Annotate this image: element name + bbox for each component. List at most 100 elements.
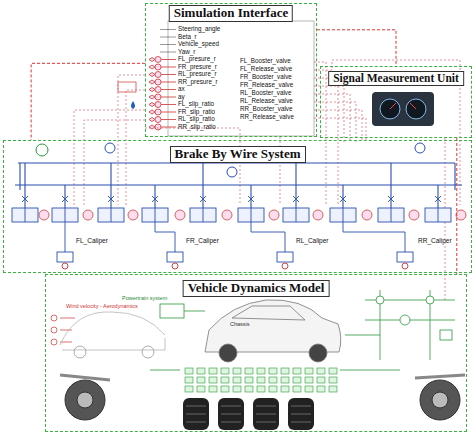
pressure-sensor — [39, 210, 49, 220]
hydraulic-pipe — [15, 163, 462, 208]
signal-name: RL_Booster_valve — [240, 90, 291, 96]
sensor-symbol — [155, 57, 161, 63]
signal-name: RR_Release_valve — [240, 114, 294, 120]
green-components — [376, 296, 384, 304]
wheel-assembly — [60, 375, 465, 420]
signal-name: ay — [178, 94, 185, 100]
interface-panel — [160, 37, 176, 38]
signal-name: Vehicle_speed — [178, 41, 219, 47]
sensor-symbol — [155, 109, 161, 115]
signal-wire — [314, 118, 366, 142]
powertrain-block — [160, 304, 184, 318]
signal-name: FR_Booster_valve — [240, 74, 292, 80]
caliper-symbol — [277, 252, 293, 262]
caliper-symbol — [172, 263, 178, 269]
signal-name: RL_Release_valve — [240, 98, 293, 104]
car-outline — [219, 344, 237, 362]
model-block — [257, 368, 265, 374]
model-block — [317, 368, 325, 374]
tire-image — [186, 406, 311, 422]
model-block — [185, 377, 193, 383]
section-heading: Vehicle Dynamics Model — [183, 280, 330, 297]
wheel-assembly — [65, 380, 105, 420]
signal-name: FL_slip_ratio — [178, 101, 214, 107]
model-block — [209, 377, 217, 383]
green-components — [150, 335, 400, 370]
signal-name: Beta_r — [178, 34, 197, 40]
signal-wire — [126, 90, 145, 205]
signal-name: RL_presure_r — [178, 71, 217, 77]
signal-connector — [456, 138, 457, 274]
signal-name: Yaw_r — [178, 49, 195, 55]
pressure-sensor — [269, 210, 279, 220]
signal-wire — [314, 78, 338, 205]
signal-connector — [317, 30, 396, 66]
pressure-sensor — [175, 210, 185, 220]
caliper-symbol — [397, 252, 413, 262]
sensor-symbol — [155, 79, 161, 85]
model-block — [245, 377, 253, 383]
pressure-sensor — [222, 210, 232, 220]
sensor-symbol — [155, 94, 161, 100]
sensor-symbol — [155, 102, 161, 108]
signal-name: FL_Release_valve — [240, 66, 292, 72]
model-block — [281, 368, 289, 374]
sensor-symbol — [155, 117, 161, 123]
subsystem-band: Vehicle Dynamics Model — [45, 274, 467, 432]
aerodynamics-sketch — [51, 312, 165, 358]
model-block — [305, 368, 313, 374]
aerodynamics-sketch — [51, 315, 57, 321]
valve-symbol — [22, 196, 441, 202]
valve-symbol — [12, 196, 451, 222]
signal-name: FR_slip_ratio — [178, 109, 215, 115]
wheel-assembly — [432, 392, 448, 408]
model-block — [233, 386, 241, 392]
wheel-assembly — [60, 375, 110, 380]
section-heading: Simulation Interface — [169, 5, 293, 22]
pump-symbol — [415, 143, 425, 153]
model-block — [257, 386, 265, 392]
car-outline — [309, 344, 327, 362]
sensor-symbol — [155, 124, 161, 130]
dashboard-image — [372, 92, 434, 126]
aerodynamics-sketch — [142, 346, 154, 358]
model-block — [185, 386, 193, 392]
dashboard-image — [390, 103, 396, 109]
model-block — [209, 368, 217, 374]
signal-name: ax — [178, 86, 185, 92]
model-block — [233, 377, 241, 383]
sensor-symbol — [161, 60, 176, 128]
wheel-assembly — [420, 380, 460, 420]
model-block — [257, 377, 265, 383]
model-block — [269, 377, 277, 383]
pressure-sensor — [313, 210, 323, 220]
subsystem-label: Powertrain system — [122, 296, 167, 302]
green-components — [365, 290, 455, 360]
dashboard-image — [372, 92, 434, 126]
signal-name: RR_slip_ratio — [178, 124, 216, 130]
model-block — [233, 368, 241, 374]
caliper-label: FR_Caliper — [186, 238, 219, 245]
model-block — [221, 377, 229, 383]
signal-connector — [31, 63, 145, 140]
sensor-symbol — [149, 58, 155, 130]
signal-name: RR_Booster_valve — [240, 106, 293, 112]
sensor-symbol — [155, 87, 161, 93]
dashboard-image — [406, 99, 426, 119]
caliper-symbol — [65, 222, 405, 252]
hydraulic-pipe — [20, 163, 455, 190]
model-block — [329, 377, 337, 383]
model-block — [197, 368, 205, 374]
interface-panel — [160, 52, 176, 53]
green-components — [150, 290, 455, 370]
pump-symbol — [105, 143, 115, 153]
car-outline — [205, 300, 341, 362]
model-block — [245, 386, 253, 392]
pressure-sensor — [39, 210, 466, 220]
pressure-sensor — [83, 210, 93, 220]
car-outline — [232, 306, 305, 320]
aerodynamics-sketch — [62, 338, 165, 350]
model-block — [293, 386, 301, 392]
system-icon — [131, 101, 135, 109]
model-block — [209, 386, 217, 392]
